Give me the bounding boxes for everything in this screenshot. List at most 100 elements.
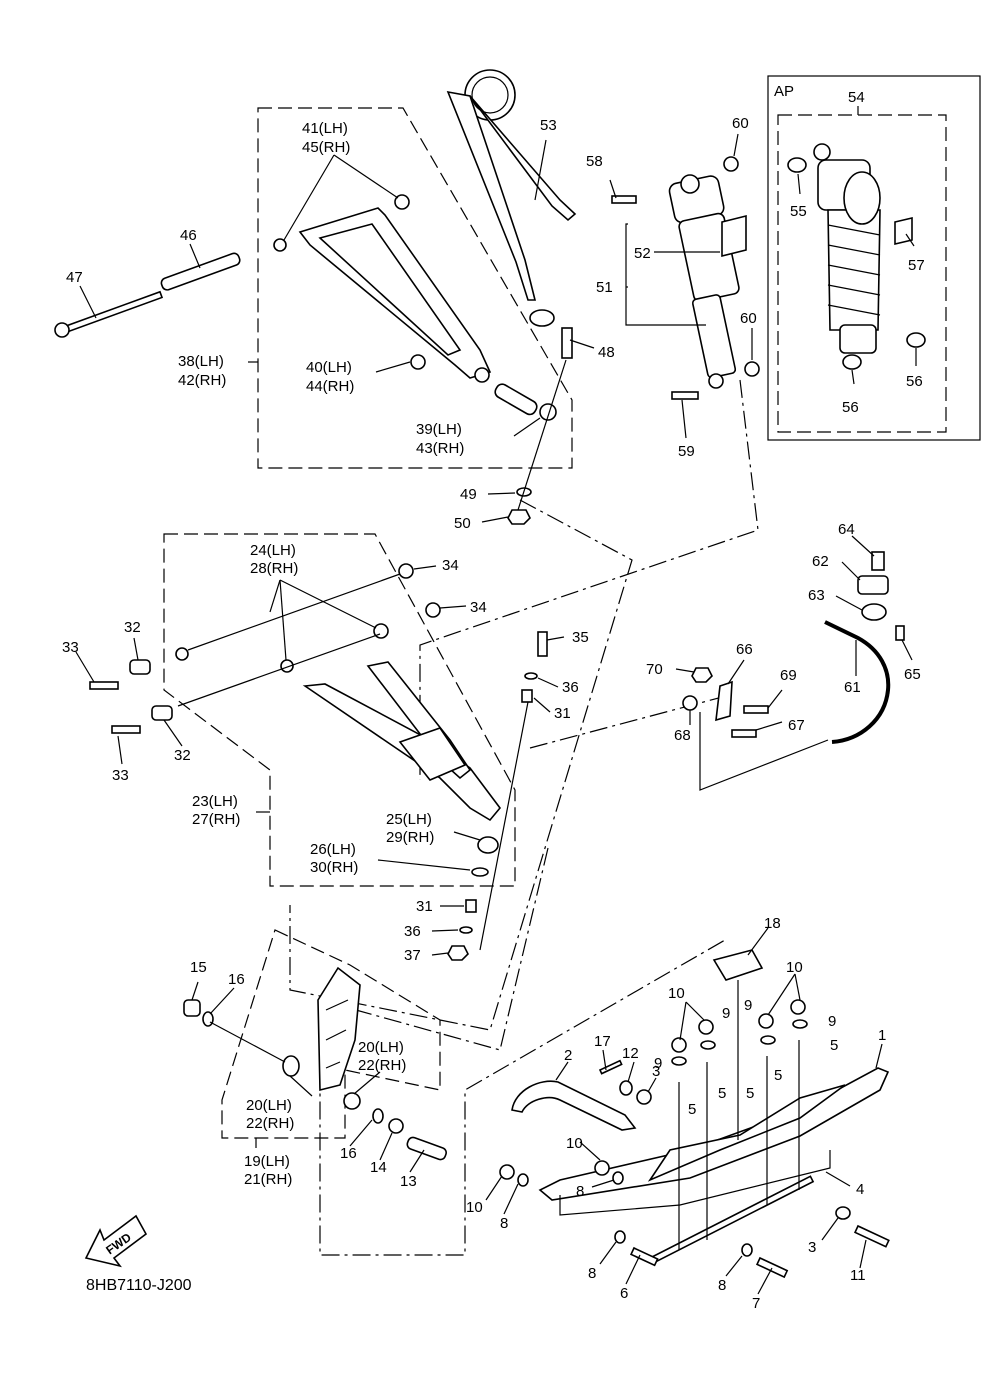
- callout-21: 21(RH): [244, 1171, 292, 1188]
- nut-40-44: [410, 354, 426, 370]
- nut-70: [691, 667, 713, 683]
- bracket-62: [857, 575, 889, 595]
- diagram-code: 8HB7110-J200: [86, 1277, 192, 1294]
- link-axis-line: [699, 712, 829, 791]
- callout-9: 9: [654, 1055, 662, 1072]
- ap-inner-box: [777, 114, 947, 433]
- bushing-20-22-upper: [282, 1055, 300, 1077]
- lower-arm-axis-b: [177, 633, 381, 707]
- bushing-24-28-b: [425, 602, 441, 618]
- bolt-33-upper: [89, 681, 119, 690]
- callout-22: 22(RH): [246, 1115, 294, 1132]
- nut-10-b: [594, 1160, 610, 1176]
- callout-16: 16: [340, 1145, 357, 1162]
- bushing-20-22-lower: [343, 1092, 361, 1110]
- spindle-assembly-box: [221, 929, 441, 1139]
- callout-47: 47: [66, 269, 83, 286]
- callout-62: 62: [812, 553, 829, 570]
- routing-line-link: [289, 499, 633, 1031]
- upper-a-arm: [273, 194, 492, 383]
- callout-60: 60: [740, 310, 757, 327]
- callout-20: 20(LH): [358, 1039, 404, 1056]
- washer-9-c: [760, 1035, 776, 1045]
- collar-60-top: [723, 156, 739, 172]
- washer-9-b: [700, 1040, 716, 1050]
- collar-32-upper: [129, 659, 151, 675]
- callout-labels: 1 2 3 3 4 5 5 5 5 5 6 7 8 8 8 8 9 9 9 9 …: [62, 89, 925, 1312]
- callout-15: 15: [190, 959, 207, 976]
- callout-8: 8: [718, 1277, 726, 1294]
- callout-69: 69: [780, 667, 797, 684]
- callout-4: 4: [856, 1181, 864, 1198]
- callout-18: 18: [764, 915, 781, 932]
- nut-10-a: [499, 1164, 515, 1180]
- spindle-axis-line: [209, 1021, 286, 1063]
- callout-59: 59: [678, 443, 695, 460]
- callout-57: 57: [908, 257, 925, 274]
- nut-31-upper: [521, 689, 533, 703]
- callout-35: 35: [572, 629, 589, 646]
- cable-61: [824, 620, 891, 744]
- callout-34: 34: [470, 599, 487, 616]
- ski-1: [538, 1067, 890, 1216]
- routing-line-shock-to-spindle: [419, 379, 759, 780]
- callout-60: 60: [732, 115, 749, 132]
- washer-8-a: [517, 1173, 529, 1187]
- callout-44: 44(RH): [306, 378, 354, 395]
- fwd-arrow: FWD: [84, 1214, 148, 1268]
- callout-31: 31: [554, 705, 571, 722]
- callout-5: 5: [746, 1085, 754, 1102]
- callout-23: 23(LH): [192, 793, 238, 810]
- callout-40: 40(LH): [306, 359, 352, 376]
- callout-12: 12: [622, 1045, 639, 1062]
- callout-39: 39(LH): [416, 421, 462, 438]
- bolt-33-lower: [111, 725, 141, 734]
- collar-56-right: [906, 332, 926, 348]
- callout-3: 3: [808, 1239, 816, 1256]
- bolt-7: [755, 1256, 789, 1279]
- callout-7: 7: [752, 1295, 760, 1312]
- callout-28: 28(RH): [250, 560, 298, 577]
- collar-68: [682, 695, 698, 711]
- callout-9: 9: [722, 1005, 730, 1022]
- washer-16-lower: [372, 1108, 384, 1124]
- collar-32-lower: [151, 705, 173, 721]
- ap-shock-54: [813, 143, 881, 354]
- callout-33: 33: [112, 767, 129, 784]
- washer-9-a: [671, 1056, 687, 1066]
- callout-66: 66: [736, 641, 753, 658]
- cushion-18: [712, 949, 764, 981]
- callout-37: 37: [404, 947, 421, 964]
- callout-64: 64: [838, 521, 855, 538]
- leader-lines: [75, 106, 917, 1295]
- screw-65: [895, 625, 905, 641]
- collar-55: [787, 157, 807, 173]
- callout-14: 14: [370, 1159, 387, 1176]
- callout-63: 63: [808, 587, 825, 604]
- bolt-59: [671, 391, 699, 400]
- callout-19: 19(LH): [244, 1153, 290, 1170]
- callout-9: 9: [744, 997, 752, 1014]
- collar-60-bottom: [744, 361, 760, 377]
- bolt-11: [853, 1224, 890, 1248]
- callout-16: 16: [228, 971, 245, 988]
- callout-26: 26(LH): [310, 841, 356, 858]
- callout-10: 10: [786, 959, 803, 976]
- shock-absorber-51: [668, 174, 740, 389]
- callout-8: 8: [576, 1183, 584, 1200]
- upper-arm-collar-46: [160, 252, 241, 291]
- callout-53: 53: [540, 117, 557, 134]
- lower-arm-assembly-box: [163, 533, 516, 887]
- callout-61: 61: [844, 679, 861, 696]
- callout-25: 25(LH): [386, 811, 432, 828]
- washer-36-lower: [459, 926, 473, 934]
- callout-17: 17: [594, 1033, 611, 1050]
- callout-48: 48: [598, 344, 615, 361]
- callout-5: 5: [830, 1037, 838, 1054]
- callout-51: 51: [596, 279, 613, 296]
- callout-13: 13: [400, 1173, 417, 1190]
- callout-55: 55: [790, 203, 807, 220]
- washer-8-d: [741, 1243, 753, 1257]
- joint-axis-line: [517, 359, 567, 511]
